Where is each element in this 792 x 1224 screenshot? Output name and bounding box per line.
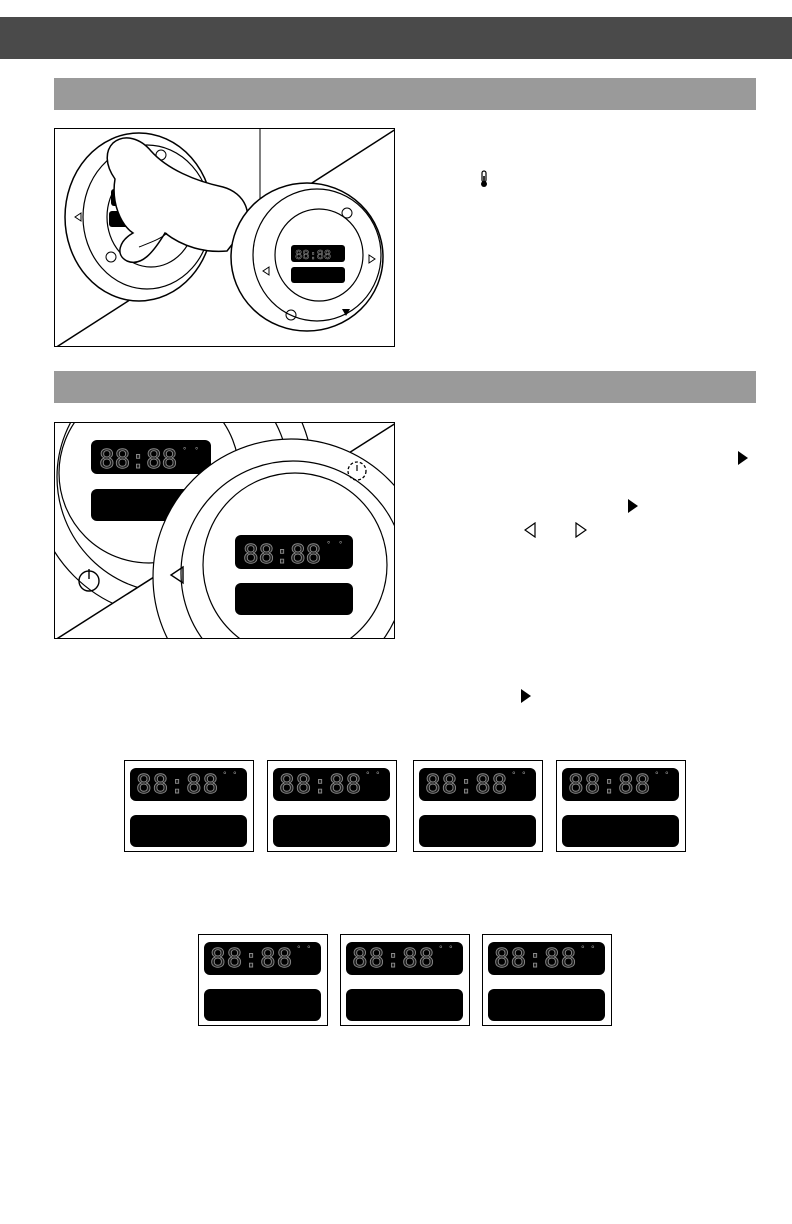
display-panel: 88:88 °° [124,760,254,852]
page-header-bar [0,17,792,59]
illustration-temperature-dial: 350 88:88 [54,128,395,347]
display-readout: 88:88 [210,944,294,975]
thermometer-icon [477,170,491,187]
right-deg-1: ° [327,540,330,549]
display-readout: 88:88 [279,770,363,801]
display-panel: 88:88 °° [198,934,328,1026]
right-time-readout: 88:88 [243,540,321,570]
left-deg-1: ° [183,446,186,455]
display-readout: 88:88 [494,944,578,975]
display-panel: 88:88 °° [413,760,543,852]
display-readout: 88:88 [136,770,220,801]
section-bar-2 [54,371,756,403]
play-triangle-icon [627,498,639,519]
right-deg-2: ° [339,540,342,549]
left-triangle-outline-icon [523,521,536,543]
display-panel: 88:88 °° [482,934,612,1026]
display-panel: 88:88 °° [267,760,397,852]
display-readout: 88:88 [568,770,652,801]
display-readout: 88:88 [425,770,509,801]
right-triangle-outline-icon [575,521,588,543]
left-time-readout: 88:88 [99,445,177,475]
illustration-time-dial: 88:88 ° ° 88:88 ° ° [54,422,395,639]
left-deg-2: ° [195,446,198,455]
display-readout: 88:88 [352,944,436,975]
right-dial: 88:88 [230,182,384,332]
play-triangle-icon [737,450,749,471]
display-panel: 88:88 °° [340,934,470,1026]
right-dial-readout: 88:88 [295,248,331,262]
section-bar-1 [54,78,756,110]
play-triangle-icon [520,688,532,709]
display-panel: 88:88 °° [556,760,686,852]
